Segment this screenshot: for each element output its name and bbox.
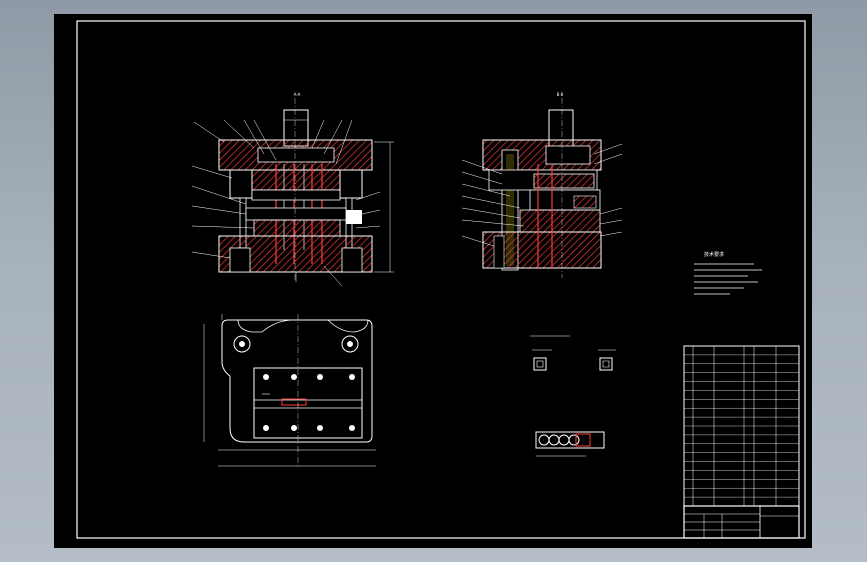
drawing-frame bbox=[76, 20, 806, 539]
front-section-view[interactable]: A-A bbox=[191, 92, 394, 287]
drawing-sheet[interactable]: A-A bbox=[54, 14, 812, 548]
side-section-view[interactable]: B-B bbox=[461, 92, 623, 278]
side-view-label: B-B bbox=[557, 92, 564, 97]
title-block[interactable] bbox=[683, 505, 800, 539]
notes-title: 技术要求 bbox=[704, 251, 724, 258]
technical-notes: 技术要求 bbox=[694, 251, 762, 295]
die-assembly-drawing: A-A bbox=[76, 20, 806, 539]
strip-layout[interactable] bbox=[535, 431, 605, 457]
front-view-label: A-A bbox=[294, 92, 301, 97]
parts-list-table[interactable] bbox=[683, 345, 800, 507]
part-details[interactable] bbox=[530, 335, 616, 371]
plan-view[interactable] bbox=[203, 314, 376, 468]
